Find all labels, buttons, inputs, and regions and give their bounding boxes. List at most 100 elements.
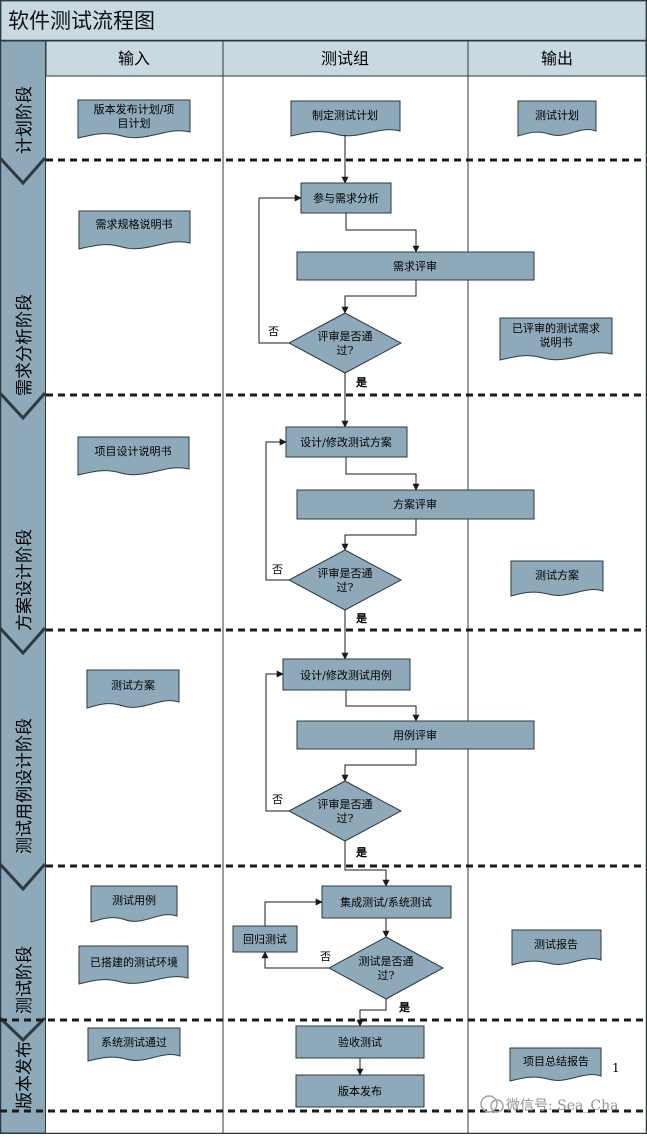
doc-input-design — [77, 436, 190, 476]
header-row — [45, 40, 647, 77]
flow-arrow-loop — [265, 438, 289, 581]
phase-chevron — [0, 626, 47, 656]
doc-input-design-label: 项目设计说明书 — [95, 444, 172, 458]
process-req-analysis-label: 参与需求分析 — [313, 191, 379, 205]
page-number: 1 — [612, 1061, 620, 1075]
process-integration-test-label: 集成测试/系统测试 — [340, 895, 432, 909]
flow-arrow — [356, 999, 387, 1027]
doc-input-test-cases — [90, 885, 178, 923]
label-no: 否 — [272, 793, 283, 806]
label-yes: 是 — [355, 846, 368, 859]
decision-test-line2: 过? — [378, 969, 395, 982]
doc-input-plan-line1: 版本发布计划/项 — [94, 102, 175, 116]
doc-input-plan — [77, 99, 191, 139]
column-header-input: 输入 — [118, 49, 150, 68]
flow-arrow — [341, 749, 417, 782]
label-no: 否 — [320, 950, 331, 963]
phase-label-case: 测试用例设计阶段 — [15, 718, 35, 854]
doc-input-req-label: 需求规格说明书 — [96, 217, 173, 231]
process-design-edit-label: 设计/修改测试方案 — [300, 435, 392, 449]
doc-output-req — [499, 317, 613, 361]
process-release-label: 版本发布 — [338, 1084, 382, 1098]
wechat-icon — [480, 1095, 498, 1113]
decision-case-line1: 评审是否通 — [318, 797, 373, 811]
phase-chevron — [0, 1016, 47, 1043]
doc-output-design-label: 测试方案 — [535, 568, 579, 582]
flow-arrow-loop — [264, 898, 323, 926]
decision-req-line2: 过? — [337, 344, 354, 357]
decision-design-line2: 过? — [337, 581, 354, 594]
label-no: 否 — [272, 563, 283, 576]
column-header-test-group: 测试组 — [321, 49, 369, 68]
wechat-watermark: 微信号: Sea_Cha — [480, 1095, 618, 1114]
process-design-review-label: 方案评审 — [393, 497, 437, 511]
process-design-review — [296, 489, 535, 520]
process-regression-test-label: 回归测试 — [243, 932, 287, 946]
process-case-edit — [282, 658, 411, 691]
make-plan-label: 制定测试计划 — [312, 108, 378, 122]
process-release — [295, 1074, 425, 1108]
doc-make-plan — [290, 100, 401, 137]
doc-input-case — [86, 669, 180, 709]
label-yes: 是 — [355, 376, 368, 389]
page-title: 软件测试流程图 — [8, 9, 155, 33]
decision-req-review — [287, 312, 403, 374]
flow-arrow — [345, 457, 420, 491]
doc-output-plan-label: 测试计划 — [535, 109, 579, 122]
doc-input-plan-line2: 目计划 — [118, 117, 151, 130]
doc-output-release — [509, 1047, 602, 1082]
flow-arrow-loop — [258, 194, 302, 344]
doc-input-test-env — [78, 945, 189, 985]
decision-design-review — [287, 549, 403, 611]
phase-chevron — [0, 862, 47, 892]
flow-arrow — [341, 280, 417, 314]
phase-label-plan: 计划阶段 — [15, 86, 35, 154]
doc-output-test — [511, 929, 602, 966]
doc-output-test-label: 测试报告 — [534, 937, 578, 951]
wechat-icon-inner — [490, 1099, 504, 1113]
process-case-edit-label: 设计/修改测试用例 — [300, 668, 392, 682]
doc-input-release — [87, 1027, 181, 1062]
process-case-review-label: 用例评审 — [393, 728, 437, 742]
process-acceptance-test — [295, 1025, 425, 1059]
phase-label-test: 测试阶段 — [15, 946, 35, 1014]
flow-arrow-loop — [265, 670, 289, 812]
label-yes: 是 — [355, 612, 368, 625]
decision-test — [327, 936, 445, 1000]
process-acceptance-test-label: 验收测试 — [338, 1035, 382, 1049]
flow-arrow — [345, 690, 420, 722]
doc-input-case-label: 测试方案 — [111, 678, 155, 692]
flow-arrow — [344, 841, 390, 887]
process-req-review-label: 需求评审 — [393, 259, 437, 273]
decision-design-line1: 评审是否通 — [318, 566, 373, 580]
decision-case-review — [287, 780, 403, 842]
decision-test-line1: 测试是否通 — [359, 955, 414, 968]
doc-input-req — [78, 210, 191, 250]
flow-arrow — [341, 519, 417, 551]
decision-case-line2: 过? — [337, 812, 354, 825]
doc-input-release-label: 系统测试通过 — [101, 1036, 167, 1049]
title-bar — [0, 0, 647, 42]
decision-req-line1: 评审是否通 — [318, 329, 373, 343]
phase-chevron — [0, 156, 47, 186]
column-header-output: 输出 — [541, 49, 573, 68]
watermark-text: 微信号: Sea_Cha — [506, 1098, 618, 1114]
process-req-analysis — [300, 182, 392, 214]
doc-input-test-cases-label: 测试用例 — [112, 893, 156, 907]
label-yes: 是 — [398, 1001, 411, 1014]
phase-label-req: 需求分析阶段 — [15, 294, 35, 396]
flow-arrow-loop — [261, 951, 329, 969]
doc-output-release-label: 项目总结报告 — [523, 1054, 589, 1068]
doc-output-req-line2: 说明书 — [540, 335, 573, 349]
phase-strip — [0, 40, 46, 1134]
doc-output-plan — [517, 100, 597, 137]
doc-input-test-env-label: 已搭建的测试环境 — [90, 955, 178, 969]
doc-output-design — [510, 560, 604, 597]
label-no: 否 — [268, 325, 279, 338]
flow-arrow — [345, 213, 420, 253]
phase-label-release: 版本发布 — [15, 1041, 35, 1109]
doc-output-req-line1: 已评审的测试需求 — [512, 321, 600, 335]
phase-label-design: 方案设计阶段 — [15, 529, 35, 631]
